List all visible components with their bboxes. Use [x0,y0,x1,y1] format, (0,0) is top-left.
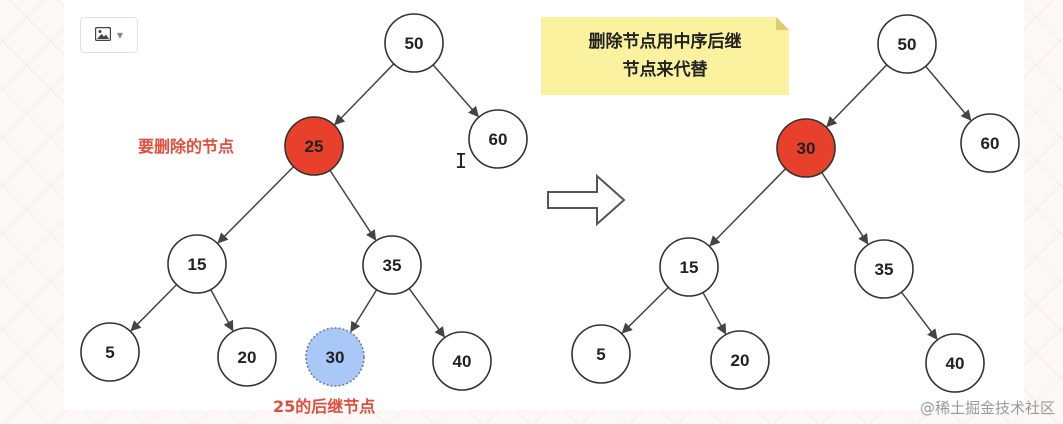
tree-node-15: 15 [167,234,227,294]
node-label: 60 [981,134,1000,153]
tree-node-35: 35 [362,235,422,295]
node-label: 30 [797,139,816,158]
edge-n50-n60 [432,64,479,118]
node-circle [80,322,140,382]
node-label: 35 [875,260,894,279]
image-icon [94,26,112,45]
node-circle [468,109,528,169]
node-label: 5 [105,343,114,362]
node-circle [217,327,277,387]
edge-m50-m30 [826,64,888,128]
node-label: 35 [383,256,402,275]
node-label: 50 [405,34,424,53]
right-tree-edges [621,64,972,340]
right-arrow-icon [547,173,626,227]
tree-node-20: 20 [217,327,277,387]
tree-node-60: 60 [960,113,1020,173]
left-tree-edges [130,63,479,338]
node-circle [659,237,719,297]
left-tree-nodes: 50 25 60 15 35 5 20 30 40 [80,13,528,391]
tree-node-40: 40 [925,333,985,393]
tree-node-15: 15 [659,237,719,297]
right-tree-nodes: 50 30 60 15 35 5 20 40 [571,14,1020,393]
edge-m15-m20 [702,292,727,335]
watermark: @稀土掘金技术社区 [919,399,1055,417]
node-circle [305,327,365,387]
tree-node-50: 50 [877,14,937,74]
node-circle [362,235,422,295]
node-label: 20 [731,351,750,370]
image-insert-button[interactable]: ▼ [80,17,138,53]
tree-node-25: 25 [284,116,344,176]
tree-node-40: 40 [432,331,492,391]
node-to-delete-label: 要删除的节点 [138,137,234,156]
node-label: 40 [946,354,965,373]
edge-m50-m60 [925,65,972,121]
node-circle [284,116,344,176]
edge-n15-n20 [210,289,234,332]
edge-m15-m5 [621,286,669,334]
edge-n35-n40 [408,287,445,338]
chevron-down-icon[interactable]: ▼ [116,30,124,40]
tree-node-35: 35 [854,239,914,299]
node-label: 15 [188,255,207,274]
tree-node-60: 60 [468,109,528,169]
edge-n25-n15 [217,166,295,244]
node-label: 5 [596,345,605,364]
tree-node-50: 50 [384,13,444,73]
edge-n50-n25 [334,63,395,126]
edge-m30-m15 [709,168,787,247]
text-cursor-icon: I [455,149,468,173]
node-label: 20 [238,348,257,367]
edge-n25-n35 [329,169,377,241]
node-label: 60 [489,130,508,149]
tree-node-5: 5 [80,322,140,382]
sticky-note: 删除节点用中序后继 节点来代替 [541,17,789,95]
node-circle [710,330,770,390]
node-circle [167,234,227,294]
edge-m35-m40 [900,291,938,340]
note-line-1: 删除节点用中序后继 [588,32,742,52]
node-label: 25 [305,137,324,156]
node-circle [877,14,937,74]
tree-node-30: 30 [776,118,836,178]
successor-label: 25的后继节点 [273,397,375,416]
edge-n15-n5 [130,284,178,332]
node-label: 40 [453,352,472,371]
node-label: 15 [680,258,699,277]
edge-n35-n30 [350,289,378,333]
node-circle [384,13,444,73]
node-circle [776,118,836,178]
tree-node-5: 5 [571,324,631,384]
note-line-2: 节点来代替 [622,60,708,80]
node-label: 50 [898,35,917,54]
node-circle [925,333,985,393]
tree-node-30: 30 [305,327,365,387]
node-circle [432,331,492,391]
tree-node-20: 20 [710,330,770,390]
node-label: 30 [326,348,345,367]
node-circle [571,324,631,384]
node-circle [960,113,1020,173]
edge-m30-m35 [821,171,869,245]
node-circle [854,239,914,299]
